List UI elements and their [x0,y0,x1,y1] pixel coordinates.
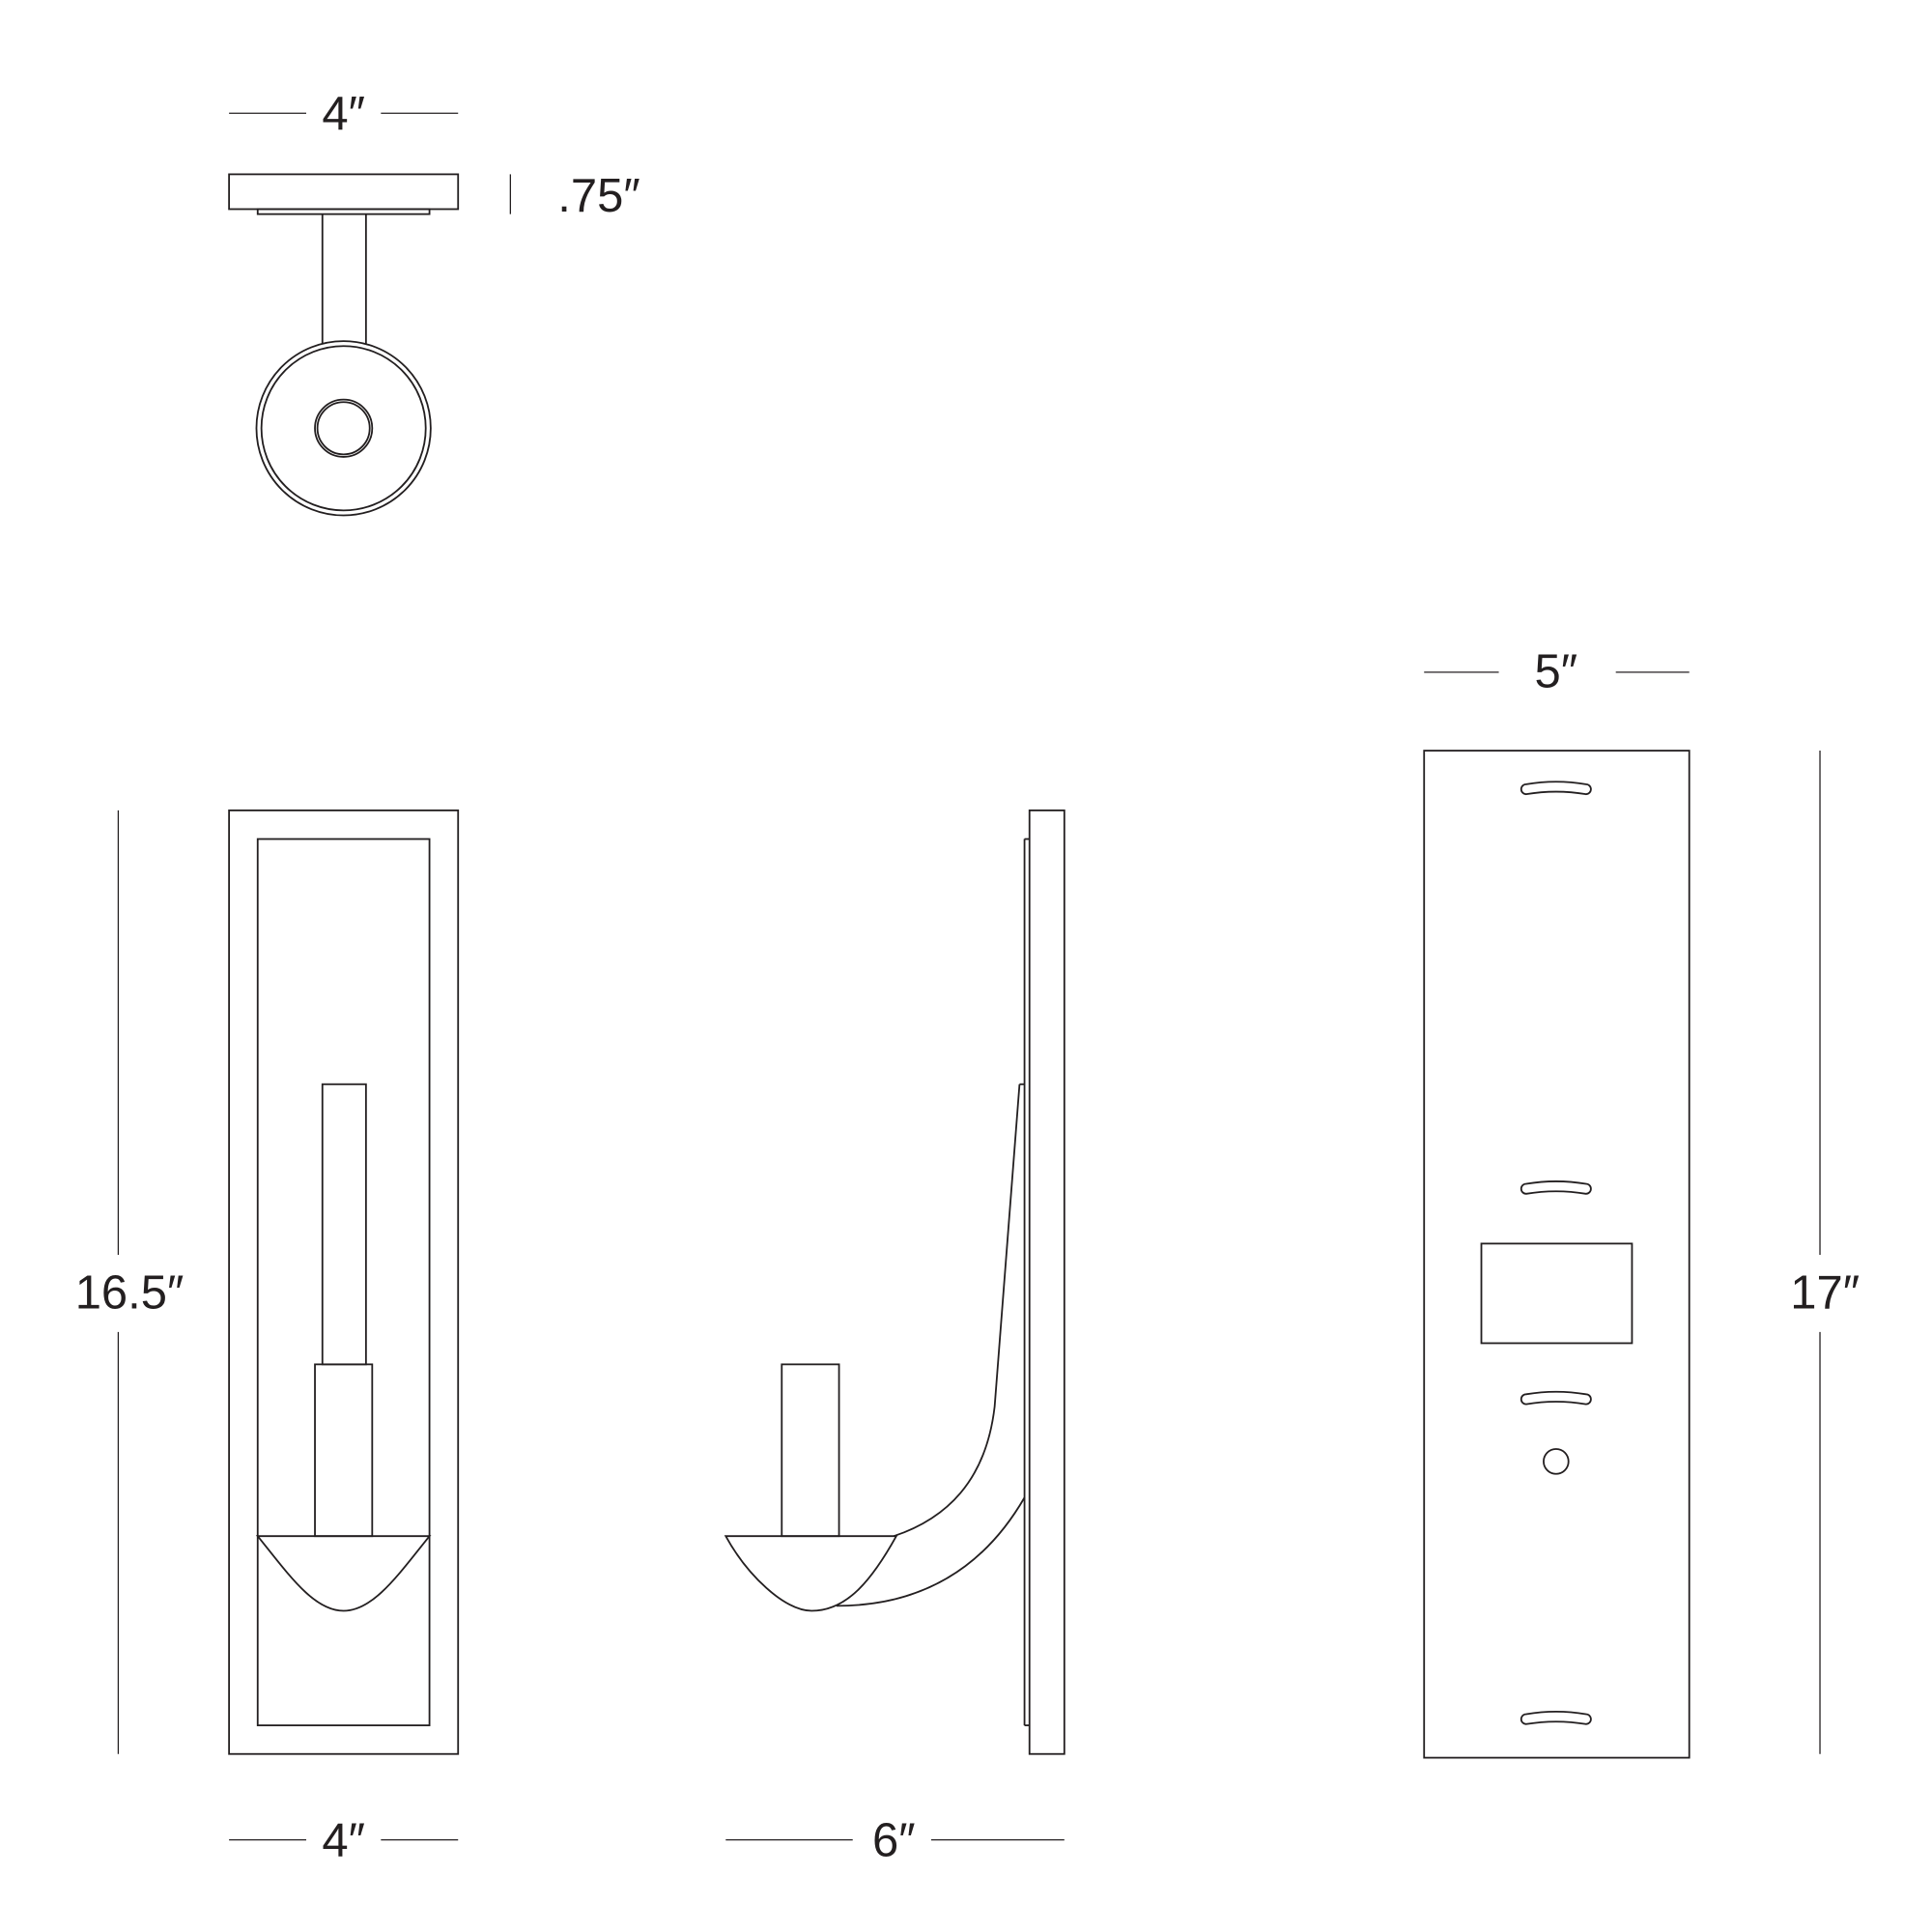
mounting-slot [1520,1390,1592,1406]
frame-outer [228,810,460,1755]
mounting-slot [1520,1180,1592,1195]
back-height-label: 17″ [1790,1266,1860,1319]
socket-circle [314,398,374,458]
front-view: 16.5″ 4″ [75,810,460,1866]
back-width-label: 5″ [1535,645,1578,697]
junction-box-opening [1480,1242,1634,1345]
mounting-slot [1520,1711,1592,1725]
top-view: 4″ .75″ [228,88,640,517]
socket-inner [316,401,371,456]
mounting-slots [1520,781,1592,1725]
front-height-label: 16.5″ [75,1266,185,1319]
side-candle-sleeve [781,1363,840,1538]
candle-tube [321,1083,367,1366]
side-backplate [1028,810,1065,1755]
bobeche [255,1535,432,1612]
front-width-label: 4″ [322,1814,365,1866]
shade-inner [260,345,427,512]
candle-sleeve [314,1363,374,1538]
frame-inner [256,838,431,1726]
side-depth-label: 6″ [872,1814,916,1866]
side-view: 6″ [724,810,1065,1866]
back-view: 5″ 17″ [1423,645,1860,1759]
screw-hole [1543,1448,1570,1475]
mounting-slot [1520,781,1592,796]
top-depth-label: .75″ [557,170,639,222]
plate-lip [256,208,431,215]
backplate-top [228,173,460,211]
shade-outer [255,340,432,517]
top-width-label: 4″ [322,88,365,140]
arm-lower [836,1496,1026,1607]
arm-upper [893,1084,1021,1538]
side-bobeche [724,1535,898,1612]
mounting-plate [1423,750,1690,1759]
